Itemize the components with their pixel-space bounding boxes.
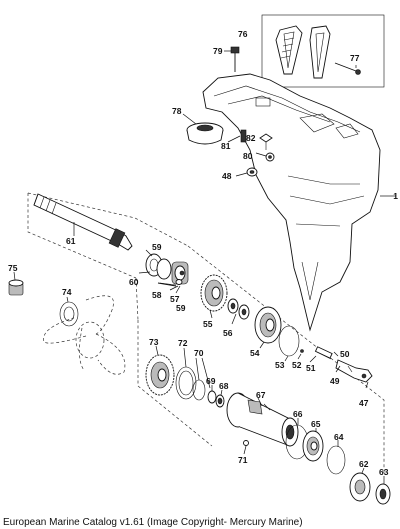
reverse-gear-73 <box>145 345 175 396</box>
label-68: 68 <box>219 381 229 391</box>
label-60: 60 <box>129 277 139 287</box>
label-55: 55 <box>203 319 213 329</box>
shim-53 <box>278 325 300 362</box>
label-70: 70 <box>194 348 204 358</box>
gear-housing <box>202 73 396 332</box>
pin-52 <box>297 349 304 360</box>
label-74: 74 <box>62 287 72 297</box>
shift-linkage-47-51 <box>309 346 373 389</box>
label-47: 47 <box>359 398 369 408</box>
label-65: 65 <box>311 419 321 429</box>
label-66: 66 <box>293 409 303 419</box>
bolt-79 <box>224 46 240 72</box>
label-52: 52 <box>292 360 302 370</box>
ring-64 <box>326 440 346 475</box>
label-62: 62 <box>359 459 369 469</box>
tab-washer-74 <box>59 296 79 327</box>
label-73: 73 <box>149 337 159 347</box>
bearing-68-69 <box>207 385 225 408</box>
forward-gear-55 <box>200 274 228 319</box>
label-80: 80 <box>243 151 253 161</box>
bearing-54 <box>254 306 282 349</box>
label-59b: 59 <box>176 303 186 313</box>
label-48: 48 <box>222 171 232 181</box>
label-58: 58 <box>152 290 162 300</box>
label-82: 82 <box>246 133 256 143</box>
propeller-outline <box>43 295 126 375</box>
bearing-65 <box>302 428 324 462</box>
clutch-parts-57-60 <box>138 249 189 294</box>
label-79: 79 <box>213 46 223 56</box>
callout-labels: 76 77 79 78 81 82 80 48 1 61 59 60 58 57… <box>8 29 398 477</box>
anode-kit-inset <box>261 14 385 88</box>
label-71: 71 <box>238 455 248 465</box>
nut-63 <box>375 476 391 505</box>
label-50: 50 <box>340 349 350 359</box>
label-69: 69 <box>206 376 216 386</box>
bearing-56 <box>227 298 250 325</box>
label-59a: 59 <box>152 242 162 252</box>
label-57: 57 <box>170 294 180 304</box>
washer-62 <box>349 467 371 502</box>
label-1: 1 <box>393 191 398 201</box>
label-77: 77 <box>350 53 360 63</box>
label-61: 61 <box>66 236 76 246</box>
fasteners-80-82 <box>227 129 275 177</box>
label-75: 75 <box>8 263 18 273</box>
label-53: 53 <box>275 360 285 370</box>
label-67: 67 <box>256 390 266 400</box>
copyright-caption: European Marine Catalog v1.61 (Image Cop… <box>3 517 303 528</box>
plug-75 <box>8 271 24 296</box>
label-51: 51 <box>306 363 316 373</box>
label-81: 81 <box>221 141 231 151</box>
label-56: 56 <box>223 328 233 338</box>
prop-shaft-61 <box>33 193 133 251</box>
rings-70-72 <box>175 347 211 401</box>
label-63: 63 <box>379 467 389 477</box>
label-49: 49 <box>330 376 340 386</box>
label-54: 54 <box>250 348 260 358</box>
pump-base-78 <box>182 113 224 145</box>
label-78: 78 <box>172 106 182 116</box>
label-76: 76 <box>238 29 248 39</box>
assembly-outline <box>27 192 385 475</box>
bearing-carrier-67 <box>226 392 299 447</box>
label-64: 64 <box>334 432 344 442</box>
label-72: 72 <box>178 338 188 348</box>
screw-71 <box>243 440 249 455</box>
